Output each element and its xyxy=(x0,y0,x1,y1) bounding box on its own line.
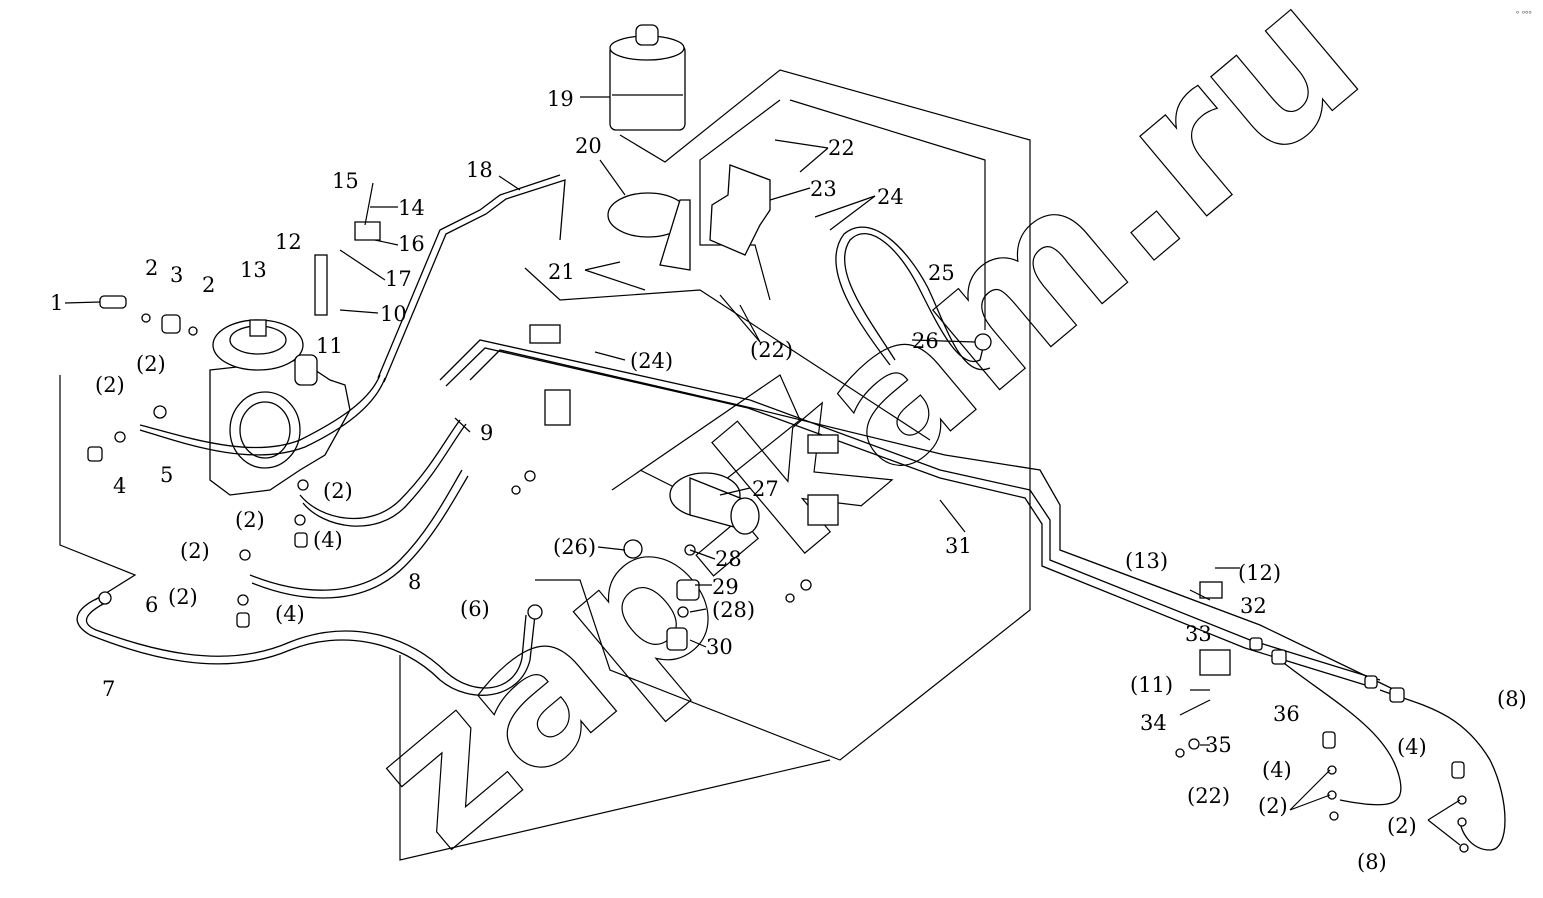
callout-6: 6 xyxy=(145,593,158,617)
callout-1: 1 xyxy=(50,291,63,315)
callout-20: 20 xyxy=(575,134,602,158)
callout-9: 9 xyxy=(480,421,493,445)
pump-27 xyxy=(669,472,760,535)
callout-2-ref: (2) xyxy=(323,479,353,503)
reservoir-19 xyxy=(609,24,686,131)
pressure-pipes-31 xyxy=(439,339,1506,851)
callout-2-ref: (2) xyxy=(1258,794,1288,818)
left-hoses xyxy=(139,174,566,599)
callouts: 1 2 3 2 (2) (2) 4 5 6 7 8 9 10 11 12 13 … xyxy=(50,87,1527,874)
callout-34: 34 xyxy=(1140,711,1167,735)
callout-10: 10 xyxy=(380,302,407,326)
callout-23: 23 xyxy=(810,177,837,201)
callout-27: 27 xyxy=(752,477,779,501)
callout-22: 22 xyxy=(828,136,855,160)
callout-2-ref: (2) xyxy=(180,539,210,563)
return-hose-7 xyxy=(76,594,536,696)
bracket-20 xyxy=(607,192,691,271)
leader-lines xyxy=(64,96,1461,846)
callout-8: 8 xyxy=(408,570,421,594)
callout-36: 36 xyxy=(1273,702,1300,726)
callout-11-ref: (11) xyxy=(1130,673,1173,697)
callout-15: 15 xyxy=(332,169,359,193)
callout-16: 16 xyxy=(398,232,425,256)
callout-4-ref: (4) xyxy=(313,528,343,552)
callout-19: 19 xyxy=(547,87,574,111)
callout-25: 25 xyxy=(928,261,955,285)
callout-2-ref: (2) xyxy=(1387,814,1417,838)
callout-8-ref: (8) xyxy=(1497,687,1527,711)
callout-24-ref: (24) xyxy=(630,349,673,373)
callout-28: 28 xyxy=(715,547,742,571)
callout-22-ref: (22) xyxy=(750,338,793,362)
callout-35: 35 xyxy=(1205,733,1232,757)
callout-31: 31 xyxy=(945,534,972,558)
callout-4-ref: (4) xyxy=(1397,735,1427,759)
callout-12: 12 xyxy=(275,230,302,254)
callout-18: 18 xyxy=(466,158,493,182)
plate-23 xyxy=(709,164,771,256)
callout-5: 5 xyxy=(160,463,173,487)
callout-33: 33 xyxy=(1185,622,1212,646)
corner-mark: ᵒ ᵒᵒᵒ xyxy=(1516,9,1532,18)
callout-2-ref: (2) xyxy=(168,585,198,609)
small-parts xyxy=(87,221,1469,853)
callout-24: 24 xyxy=(877,185,904,209)
callout-28-ref: (28) xyxy=(712,598,755,622)
callout-13-ref: (13) xyxy=(1125,549,1168,573)
callout-12-ref: (12) xyxy=(1238,561,1281,585)
callout-21: 21 xyxy=(548,260,575,284)
callout-32: 32 xyxy=(1240,594,1267,618)
callout-26: 26 xyxy=(912,329,939,353)
callout-13: 13 xyxy=(240,258,267,282)
callout-4-ref: (4) xyxy=(1262,758,1292,782)
callout-2-ref: (2) xyxy=(235,508,265,532)
callout-2: (2) xyxy=(95,373,125,397)
callout-2: 2 xyxy=(145,256,158,280)
callout-7: 7 xyxy=(102,677,115,701)
callout-11: 11 xyxy=(316,334,343,358)
callout-8-ref: (8) xyxy=(1357,850,1387,874)
callout-29: 29 xyxy=(712,575,739,599)
callout-30: 30 xyxy=(706,635,733,659)
callout-2: (2) xyxy=(136,352,166,376)
callout-4-ref: (4) xyxy=(275,602,305,626)
callout-22-ref: (22) xyxy=(1187,784,1230,808)
callout-2: 2 xyxy=(202,273,215,297)
callout-17: 17 xyxy=(385,267,412,291)
callout-6-ref: (6) xyxy=(460,597,490,621)
callout-4: 4 xyxy=(113,474,126,498)
callout-26-ref: (26) xyxy=(553,535,596,559)
callout-3: 3 xyxy=(170,263,183,287)
callout-14: 14 xyxy=(398,196,425,220)
hose-25 xyxy=(844,233,986,363)
steering-gear xyxy=(209,319,351,496)
